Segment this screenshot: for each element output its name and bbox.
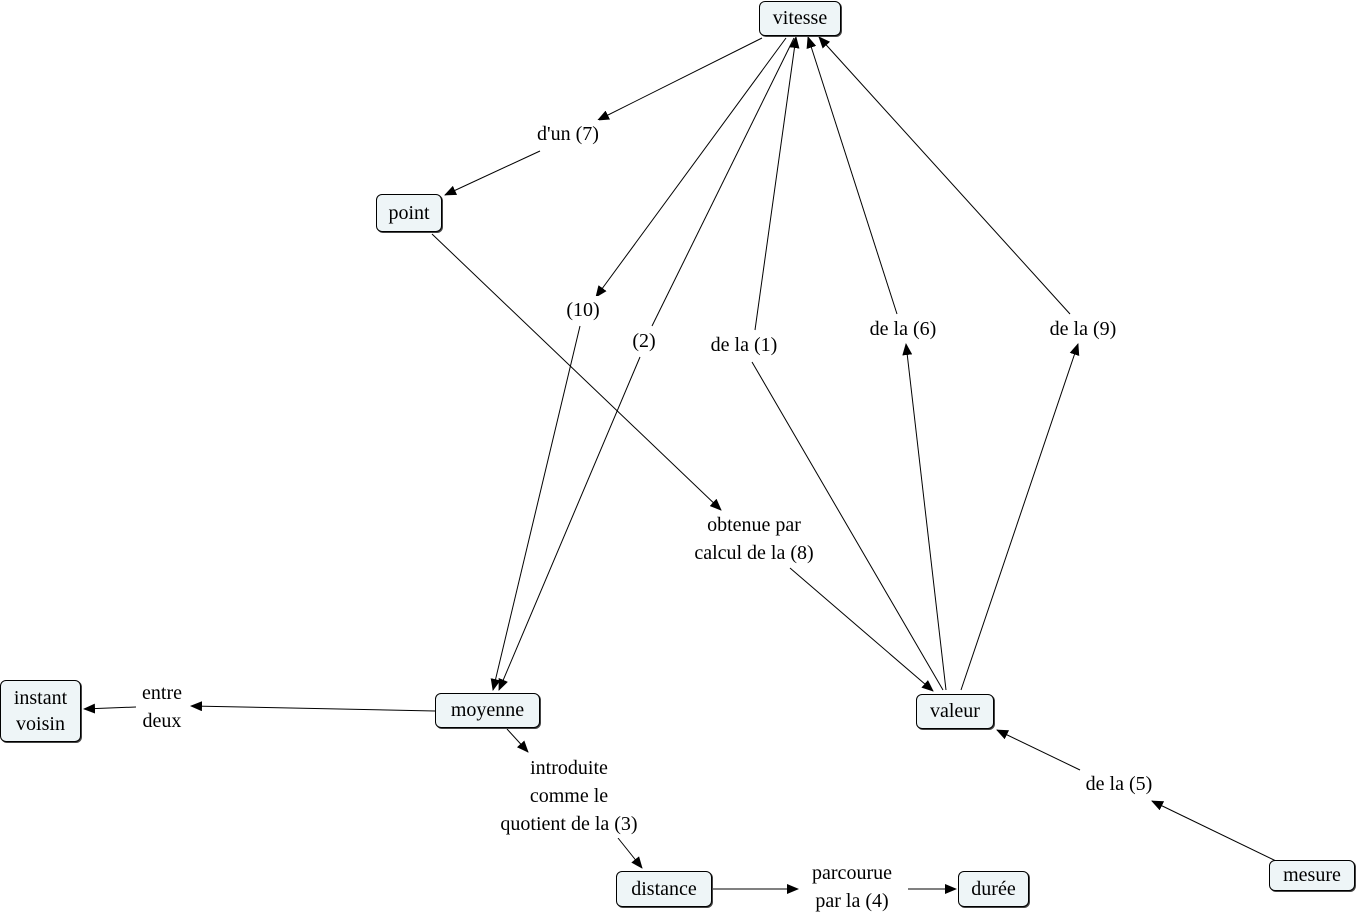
concept-duree[interactable]: durée [958,871,1029,907]
connector-dela1-to-vitesse [754,36,800,331]
link-de-la-5: de la (5) [1085,770,1153,798]
connector-valeur-to-dela6 [902,343,947,691]
link-entre-deux: entre deux [142,679,182,735]
concept-distance[interactable]: distance [616,871,712,907]
link-introduite-3: introduite comme le quotient de la (3) [500,754,638,838]
concept-instant-voisin[interactable]: instant voisin [0,680,81,742]
concept-point[interactable]: point [376,194,442,232]
link-2: (2) [632,327,656,355]
connector-point-to-obtenue8 [431,233,722,511]
concept-moyenne[interactable]: moyenne [435,693,540,728]
connector-dela5-to-valeur [996,729,1081,771]
concept-valeur[interactable]: valeur [916,694,994,729]
connector-2-to-moyenne [498,356,641,691]
connector-valeur-to-dela9 [960,343,1080,691]
link-de-la-9: de la (9) [1049,315,1117,343]
link-de-la-6: de la (6) [869,315,937,343]
concept-vitesse[interactable]: vitesse [759,1,841,36]
connector-dela6-to-vitesse [806,36,898,315]
connector-10-to-moyenne [490,325,581,691]
connector-moyenne-to-introduite3 [506,728,529,753]
connector-vitesse-to-dun7 [597,37,763,121]
connector-entredeux-to-instantvoisin [83,703,137,714]
connector-vitesse-to-10 [595,37,787,298]
connector-dun7-to-point [444,150,541,196]
link-dun-7: d'un (7) [537,120,599,148]
connector-mesure-to-dela5 [1151,800,1277,862]
connector-moyenne-to-entredeux [190,701,436,712]
link-parcourue-4: parcourue par la (4) [812,859,892,915]
connector-valeur-to-dela1 [751,361,944,691]
link-de-la-1: de la (1) [710,331,778,359]
connector-dela9-to-vitesse [818,36,1071,315]
link-10: (10) [566,296,600,324]
concept-mesure[interactable]: mesure [1269,860,1355,891]
connector-obtenue8-to-valeur [789,567,934,692]
connector-vitesse-to-2 [651,37,795,327]
link-obtenue-par-calcul-8: obtenue par calcul de la (8) [694,511,814,567]
connector-introduite3-to-distance [617,837,643,869]
